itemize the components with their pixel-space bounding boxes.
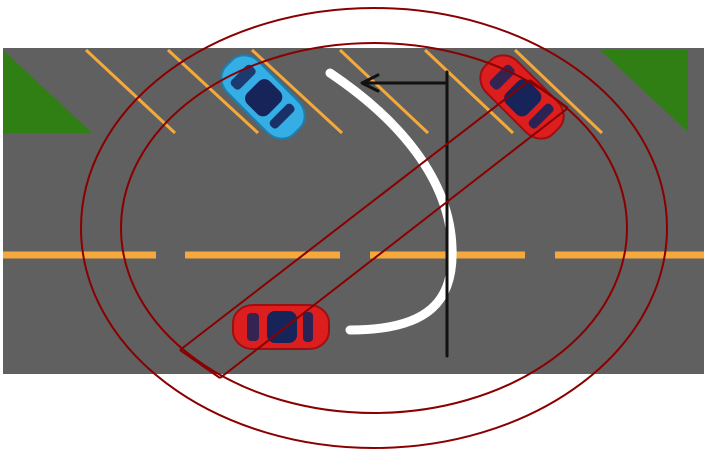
car-red-parked [471, 46, 573, 148]
u-turn-path [325, 68, 457, 335]
turn-arrow-icon [360, 70, 449, 358]
car-blue-parked [212, 46, 314, 148]
parking-stripes [84, 48, 604, 135]
grass-right [600, 50, 688, 132]
road-surface [3, 48, 704, 374]
grass-left [3, 50, 92, 133]
no-sign-icon [80, 7, 668, 449]
car-red-driving [232, 304, 330, 350]
